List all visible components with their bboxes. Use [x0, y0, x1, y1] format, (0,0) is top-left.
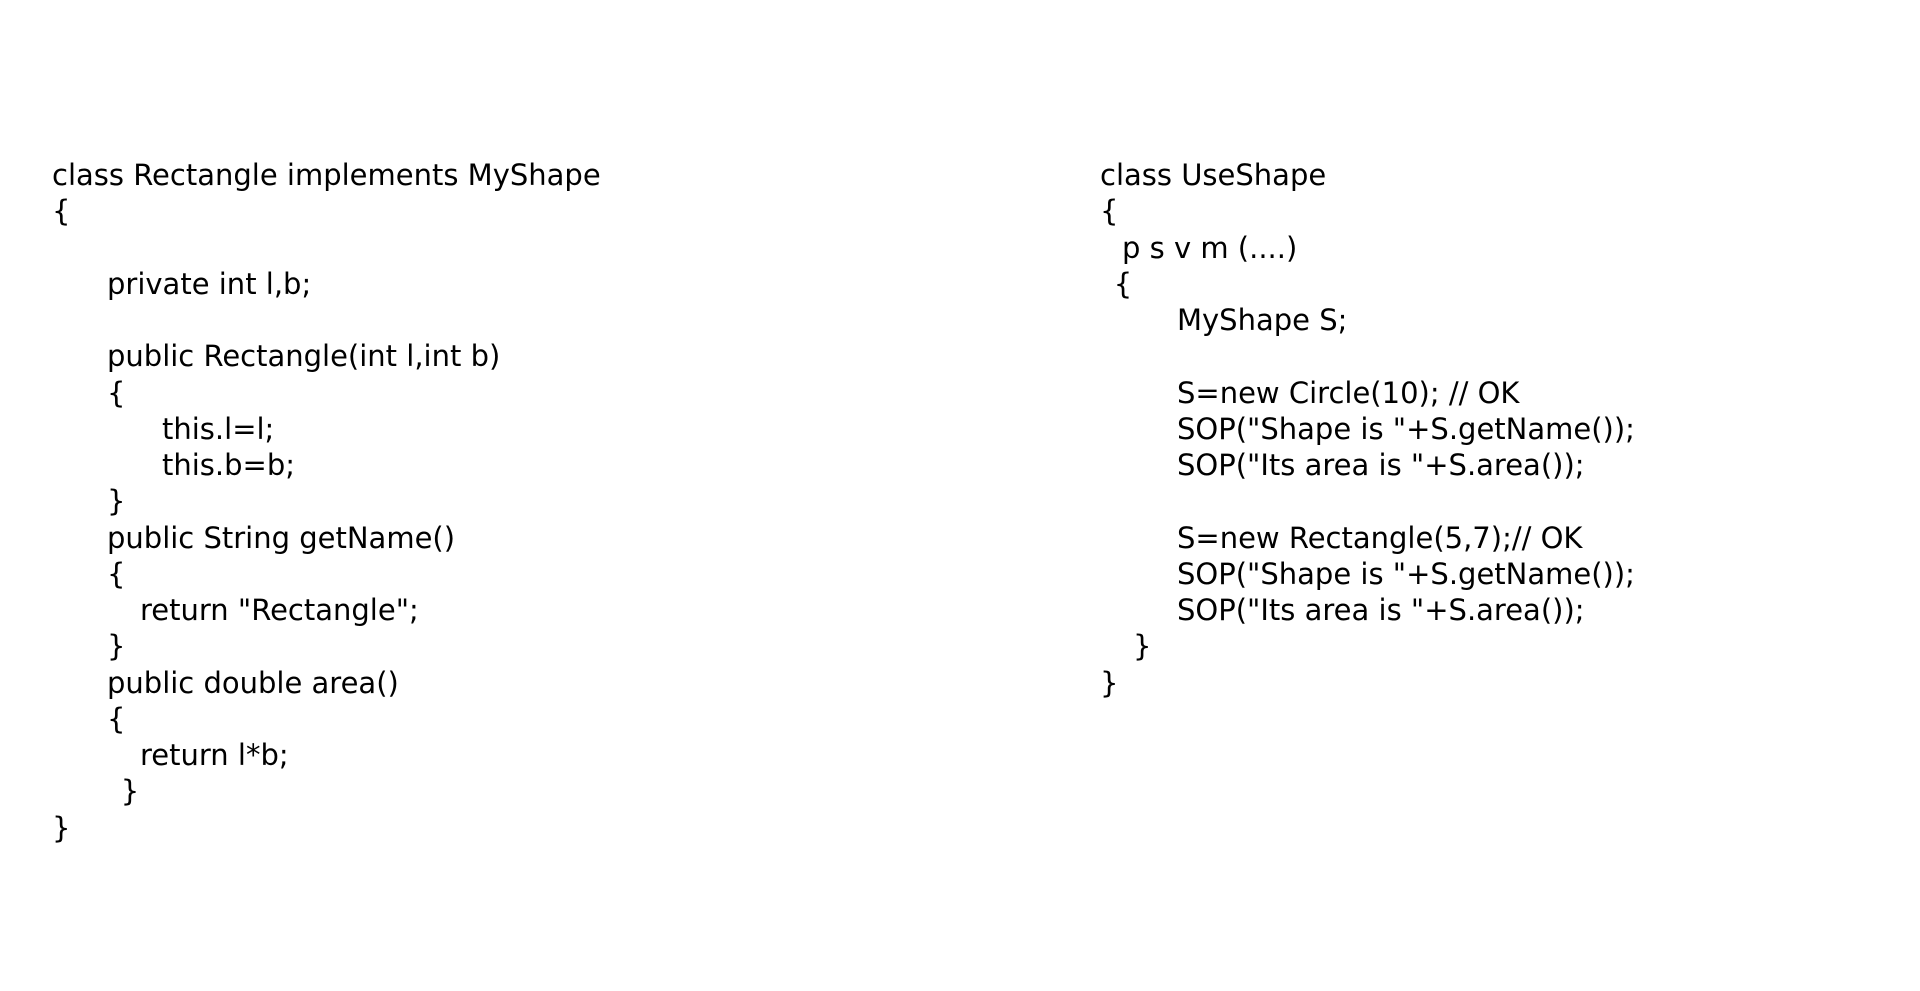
code-line: public Rectangle(int l,int b)	[107, 339, 501, 374]
code-line: {	[107, 701, 126, 736]
code-line: public String getName()	[107, 520, 456, 555]
code-line: {	[52, 194, 71, 229]
code-line	[52, 302, 601, 338]
code-line	[1100, 483, 1635, 519]
code-line: private int l,b;	[107, 266, 312, 301]
code-line: class UseShape	[1100, 158, 1327, 192]
code-line: SOP("Shape is "+S.getName());	[1177, 556, 1635, 591]
code-line: {	[107, 556, 126, 591]
rectangle-class-code: class Rectangle implements MyShape{priva…	[52, 157, 601, 846]
code-line: SOP("Its area is "+S.area());	[1177, 593, 1585, 627]
code-line: }	[52, 810, 71, 845]
code-line: }	[120, 774, 140, 809]
code-line: {	[107, 375, 126, 410]
code-line: this.b=b;	[162, 448, 296, 482]
code-line: {	[1100, 194, 1119, 229]
code-line: {	[1113, 266, 1133, 301]
code-line	[52, 230, 601, 266]
code-line: this.l=l;	[162, 411, 275, 446]
code-line	[1100, 338, 1635, 374]
code-line: MyShape S;	[1177, 303, 1348, 337]
code-line: }	[1100, 665, 1119, 700]
code-line: S=new Circle(10); // OK	[1177, 375, 1520, 410]
code-line: }	[1133, 629, 1152, 664]
code-line: public double area()	[107, 665, 399, 700]
code-line: return "Rectangle";	[140, 593, 419, 627]
code-line: return l*b;	[140, 738, 289, 772]
code-line: }	[107, 484, 126, 519]
code-line: S=new Rectangle(5,7);// OK	[1177, 520, 1583, 555]
code-line: SOP("Shape is "+S.getName());	[1177, 411, 1635, 446]
code-line: p s v m (....)	[1122, 230, 1298, 265]
code-line: class Rectangle implements MyShape	[52, 158, 601, 192]
code-line: SOP("Its area is "+S.area());	[1177, 448, 1585, 482]
code-line: }	[107, 629, 126, 664]
useshape-class-code: class UseShape{p s v m (....){MyShape S;…	[1100, 157, 1635, 701]
